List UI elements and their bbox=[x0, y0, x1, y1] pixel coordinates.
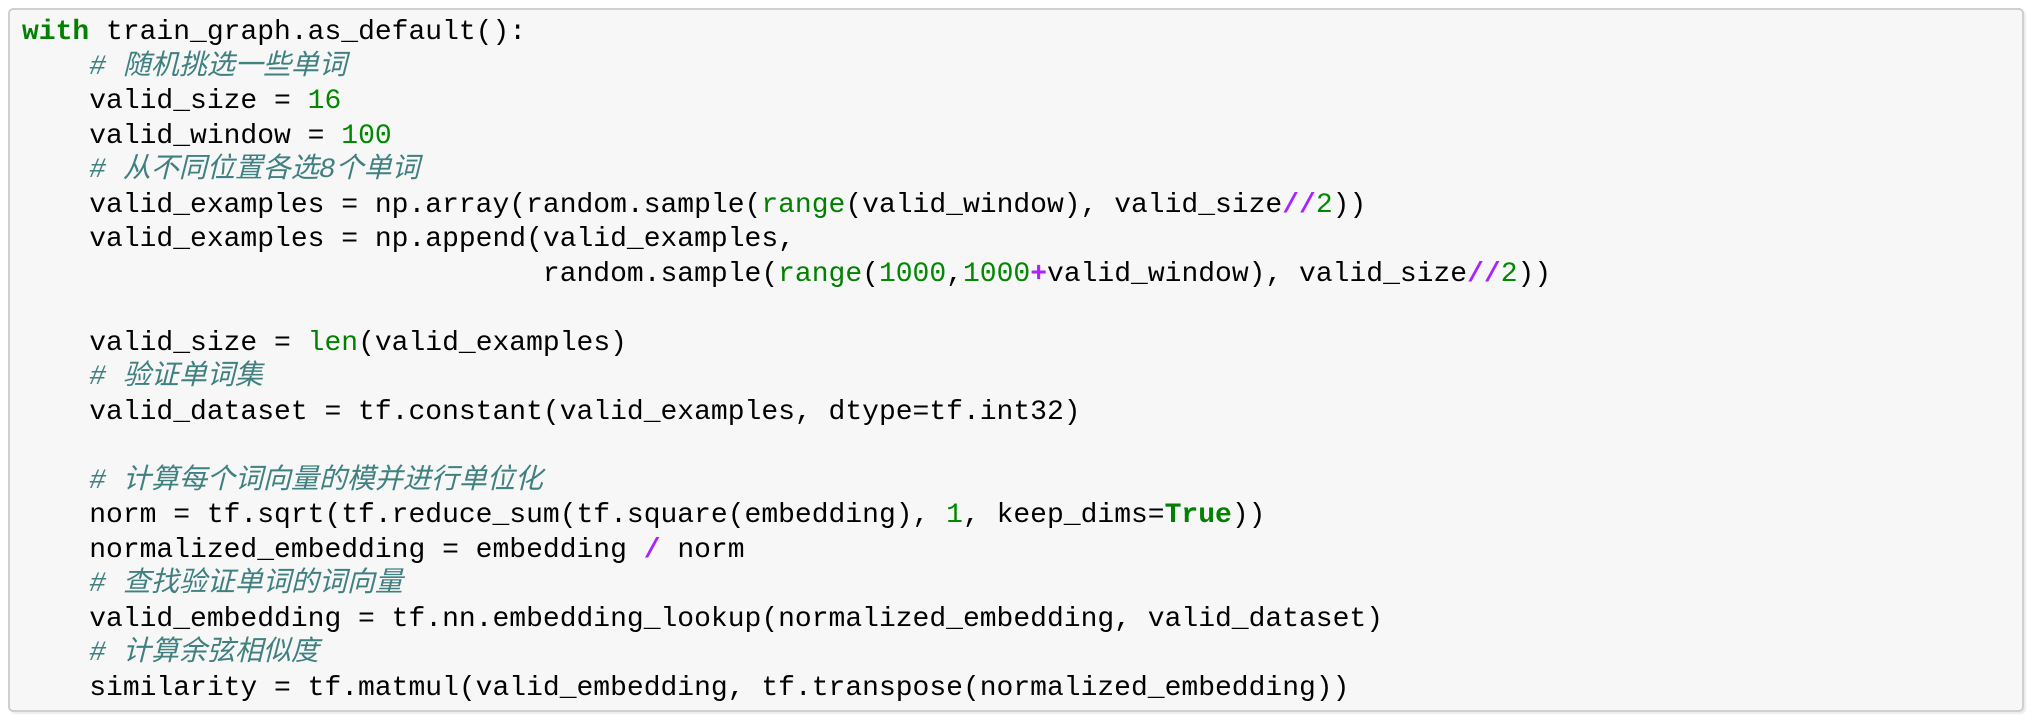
code-token-plain: valid_dataset = tf.constant(valid_exampl… bbox=[22, 396, 1081, 428]
code-token-plain bbox=[22, 155, 89, 186]
code-token-plain: (valid_window), valid_size bbox=[845, 189, 1283, 221]
code-token-plain bbox=[22, 362, 89, 393]
code-line[interactable]: similarity = tf.matmul(valid_embedding, … bbox=[22, 672, 2022, 707]
code-line[interactable]: # 计算余弦相似度 bbox=[22, 637, 2022, 672]
code-token-plain: valid_embedding = tf.nn.embedding_lookup… bbox=[22, 603, 1384, 635]
code-line[interactable]: valid_examples = np.array(random.sample(… bbox=[22, 189, 2022, 224]
code-token-plain: , keep_dims= bbox=[962, 500, 1165, 531]
code-token-builtin: range bbox=[778, 258, 863, 290]
code-line[interactable]: # 查找验证单词的词向量 bbox=[22, 568, 2022, 603]
code-token-number: 2 bbox=[1500, 258, 1518, 290]
code-line[interactable]: # 计算每个词向量的模并进行单位化 bbox=[22, 465, 2022, 500]
code-token-builtin: range bbox=[761, 189, 846, 221]
code-token-plain bbox=[22, 569, 89, 600]
code-line[interactable]: normalized_embedding = embedding / norm bbox=[22, 534, 2022, 569]
code-token-plain: valid_examples = np.array(random.sample( bbox=[22, 189, 762, 221]
code-token-plain bbox=[22, 52, 89, 83]
code-token-plain: valid_examples = np.append(valid_example… bbox=[22, 224, 795, 255]
code-token-comment: # 计算每个词向量的模并进行单位化 bbox=[89, 465, 543, 497]
code-token-plain bbox=[22, 466, 89, 497]
code-token-comment: # 计算余弦相似度 bbox=[89, 638, 319, 669]
code-line[interactable]: valid_examples = np.append(valid_example… bbox=[22, 223, 2022, 258]
code-token-plain: valid_size = bbox=[22, 86, 308, 117]
code-token-plain: )) bbox=[1517, 258, 1552, 290]
code-token-number: 100 bbox=[341, 120, 392, 152]
code-token-plain: )) bbox=[1231, 500, 1266, 531]
code-line[interactable]: with train_graph.as_default(): bbox=[22, 16, 2022, 51]
code-token-plain: (valid_examples) bbox=[358, 327, 627, 359]
code-token-operator: / bbox=[643, 534, 661, 566]
code-token-plain: normalized_embedding = embedding bbox=[22, 534, 644, 566]
code-token-builtin: len bbox=[307, 327, 359, 359]
code-line[interactable]: # 从不同位置各选8个单词 bbox=[22, 154, 2022, 189]
code-token-plain: train_graph.as_default(): bbox=[89, 17, 527, 48]
code-token-plain bbox=[22, 638, 89, 669]
code-token-operator: // bbox=[1282, 189, 1316, 221]
code-token-plain: valid_window = bbox=[22, 120, 342, 152]
code-token-plain: valid_size = bbox=[22, 327, 308, 359]
code-token-plain: )) bbox=[1332, 189, 1367, 221]
code-token-keyword: with bbox=[22, 17, 90, 48]
code-token-number: 16 bbox=[307, 86, 342, 117]
code-token-number: 1000 bbox=[962, 258, 1031, 290]
code-line[interactable]: valid_embedding = tf.nn.embedding_lookup… bbox=[22, 603, 2022, 638]
code-line[interactable] bbox=[22, 430, 2022, 465]
code-token-number: 1 bbox=[946, 500, 963, 531]
code-token-plain: similarity = tf.matmul(valid_embedding, … bbox=[22, 672, 1350, 704]
code-line[interactable] bbox=[22, 292, 2022, 327]
code-line[interactable]: # 随机挑选一些单词 bbox=[22, 51, 2022, 86]
code-token-comment: # 随机挑选一些单词 bbox=[89, 51, 347, 83]
code-token-plain: norm = tf.sqrt(tf.reduce_sum(tf.square(e… bbox=[22, 500, 947, 531]
code-cell[interactable]: with train_graph.as_default(): # 随机挑选一些单… bbox=[8, 8, 2024, 712]
code-token-keyword: True bbox=[1164, 500, 1232, 531]
code-token-comment: # 从不同位置各选8个单词 bbox=[89, 155, 420, 186]
code-line[interactable]: norm = tf.sqrt(tf.reduce_sum(tf.square(e… bbox=[22, 499, 2022, 534]
code-line[interactable]: valid_size = len(valid_examples) bbox=[22, 327, 2022, 362]
code-token-operator: // bbox=[1467, 258, 1501, 290]
code-token-plain: random.sample( bbox=[22, 258, 779, 290]
code-token-comment: # 验证单词集 bbox=[89, 362, 263, 393]
code-token-plain: valid_window), valid_size bbox=[1047, 258, 1468, 290]
code-line[interactable]: valid_window = 100 bbox=[22, 120, 2022, 155]
code-token-number: 2 bbox=[1315, 189, 1333, 221]
code-token-number: 1000 bbox=[878, 258, 947, 290]
code-token-comment: # 查找验证单词的词向量 bbox=[89, 569, 403, 600]
code-token-plain: norm bbox=[660, 534, 745, 566]
code-line[interactable]: valid_size = 16 bbox=[22, 85, 2022, 120]
code-line[interactable]: # 验证单词集 bbox=[22, 361, 2022, 396]
code-line[interactable]: random.sample(range(1000,1000+valid_wind… bbox=[22, 258, 2022, 293]
code-editor[interactable]: with train_graph.as_default(): # 随机挑选一些单… bbox=[10, 10, 2022, 706]
code-token-plain: ( bbox=[862, 258, 879, 290]
code-token-plain: , bbox=[946, 258, 963, 290]
code-token-operator: + bbox=[1030, 258, 1048, 290]
code-line[interactable]: valid_dataset = tf.constant(valid_exampl… bbox=[22, 396, 2022, 431]
